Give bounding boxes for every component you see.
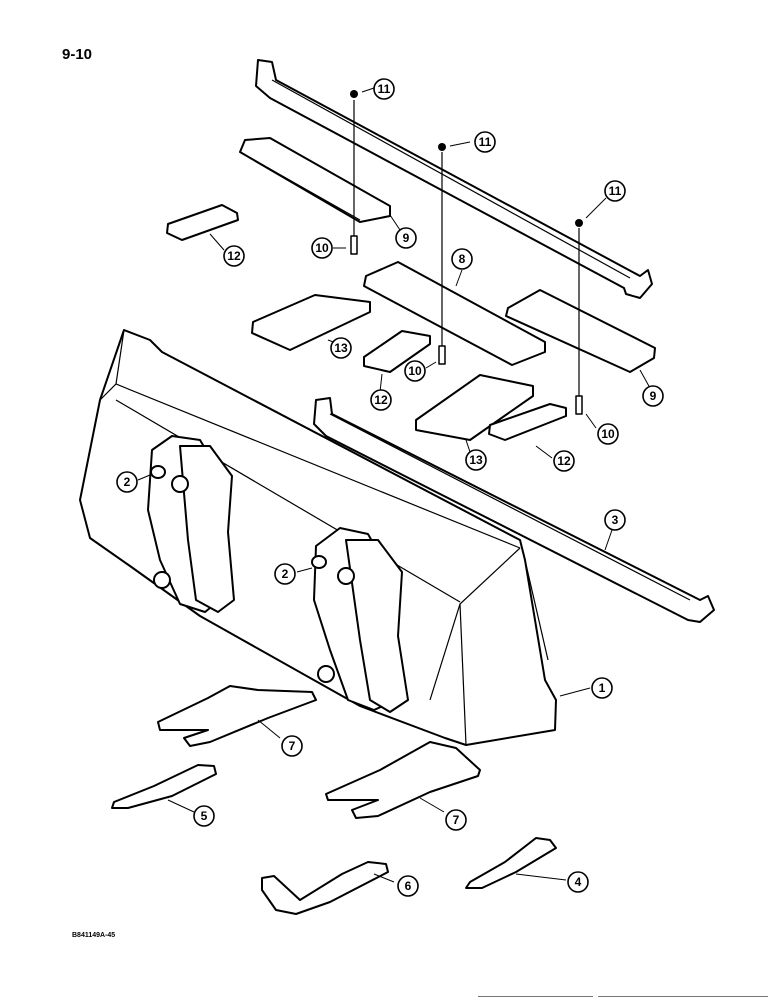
- svg-text:5: 5: [201, 809, 208, 823]
- callout-9b: 9: [642, 385, 664, 407]
- callout-12a: 12: [223, 245, 245, 267]
- callout-6: 6: [397, 875, 419, 897]
- callout-13a: 13: [330, 337, 352, 359]
- plate-9-right: [505, 289, 656, 373]
- callout-10a: 10: [311, 237, 333, 259]
- callout-4: 4: [567, 871, 589, 893]
- leader-lines: [137, 87, 651, 883]
- block-13-lower: [415, 374, 534, 441]
- upper-wear-strip: [255, 59, 653, 299]
- svg-text:1: 1: [599, 681, 606, 695]
- callout-2a: 2: [116, 471, 138, 493]
- tooth-7-left: [157, 685, 317, 747]
- block-12-left: [166, 204, 239, 241]
- svg-text:2: 2: [124, 475, 131, 489]
- svg-text:10: 10: [408, 364, 422, 378]
- block-13-left: [251, 294, 371, 351]
- svg-text:10: 10: [315, 241, 329, 255]
- callout-12b: 12: [370, 389, 392, 411]
- callout-5: 5: [193, 805, 215, 827]
- callout-8: 8: [451, 248, 473, 270]
- cutting-edge-3: [313, 397, 715, 623]
- callout-3: 3: [604, 509, 626, 531]
- tooth-5: [111, 764, 217, 809]
- svg-text:11: 11: [479, 135, 492, 149]
- callout-12c: 12: [553, 450, 575, 472]
- callout-7b: 7: [445, 809, 467, 831]
- footer-rule-right: [598, 996, 768, 997]
- callout-7a: 7: [281, 735, 303, 757]
- svg-text:6: 6: [405, 879, 412, 893]
- svg-text:13: 13: [469, 453, 483, 467]
- callout-11c: 11: [604, 180, 626, 202]
- tooth-7-right: [325, 741, 481, 819]
- callout-10b: 10: [404, 360, 426, 382]
- tooth-4: [465, 837, 557, 889]
- svg-text:8: 8: [459, 252, 466, 266]
- bucket-1: [79, 329, 557, 746]
- svg-text:7: 7: [289, 739, 296, 753]
- svg-text:12: 12: [557, 454, 571, 468]
- svg-text:12: 12: [374, 393, 388, 407]
- svg-text:10: 10: [601, 427, 615, 441]
- svg-text:3: 3: [612, 513, 619, 527]
- svg-text:4: 4: [575, 875, 582, 889]
- callout-1: 1: [591, 677, 613, 699]
- callout-9a: 9: [395, 227, 417, 249]
- svg-text:7: 7: [453, 813, 460, 827]
- block-12-lower: [488, 403, 567, 441]
- plate-8-center: [363, 261, 546, 366]
- callout-2b: 2: [274, 563, 296, 585]
- tooth-6: [261, 861, 389, 915]
- svg-text:9: 9: [403, 231, 410, 245]
- fasteners: [350, 90, 583, 415]
- footer-rule-left: [478, 996, 593, 997]
- callout-11a: 11: [373, 78, 395, 100]
- svg-text:11: 11: [609, 184, 622, 198]
- svg-text:13: 13: [334, 341, 348, 355]
- svg-text:12: 12: [227, 249, 241, 263]
- block-12-middle: [363, 330, 431, 373]
- callout-13b: 13: [465, 449, 487, 471]
- page-number: 9-10: [62, 46, 93, 63]
- callout-11b: 11: [474, 131, 496, 153]
- svg-text:9: 9: [650, 389, 657, 403]
- svg-text:11: 11: [378, 82, 391, 96]
- callout-10c: 10: [597, 423, 619, 445]
- drawing-code: B841149A-45: [72, 932, 116, 939]
- svg-text:2: 2: [282, 567, 289, 581]
